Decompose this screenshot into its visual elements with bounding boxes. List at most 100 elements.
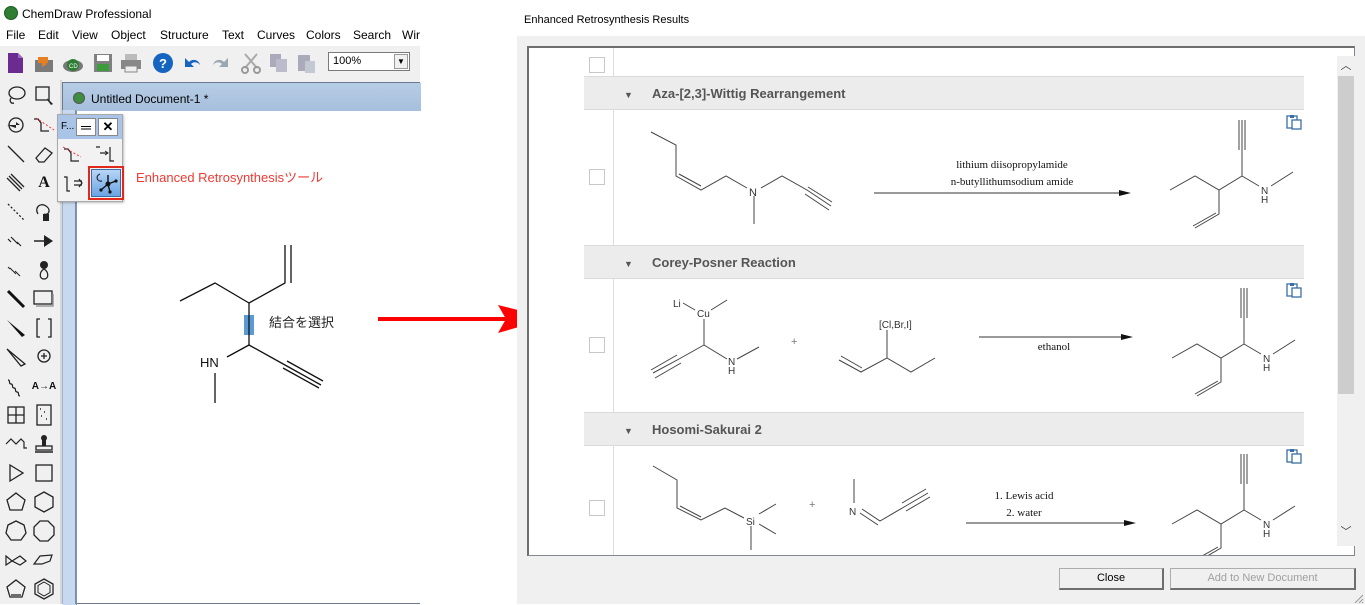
document-title: Untitled Document-1 * <box>91 92 209 106</box>
add-to-new-document-button[interactable]: Add to New Document <box>1170 568 1356 590</box>
menu-view[interactable]: View <box>72 28 98 42</box>
cyclobutane-tool-icon[interactable] <box>32 461 56 485</box>
cut-icon[interactable] <box>240 52 262 74</box>
caret-down-icon[interactable]: ▼ <box>624 90 633 100</box>
redo-icon[interactable] <box>210 52 232 74</box>
cyclohexane-chair1-tool-icon[interactable] <box>4 548 28 572</box>
results-list: ▼ Aza-[2,3]-Wittig Rearrangement N lithi… <box>527 46 1355 556</box>
copy-to-clipboard-icon[interactable] <box>1286 282 1302 298</box>
close-button[interactable]: Close <box>1059 568 1164 590</box>
vertical-scrollbar[interactable]: ︿ ﹀ <box>1337 56 1355 546</box>
lasso-tool-icon[interactable] <box>4 84 28 108</box>
text-tool-icon[interactable]: A <box>38 174 50 191</box>
paste-icon[interactable] <box>296 52 318 74</box>
document-tab[interactable]: Untitled Document-1 * <box>63 83 421 111</box>
atom-map-tool-icon[interactable]: A→A <box>31 380 57 392</box>
menu-structure[interactable]: Structure <box>160 28 209 42</box>
close-button[interactable]: ✕ <box>98 118 118 136</box>
chemical-symbols-tool-icon[interactable] <box>32 345 56 369</box>
cyclooctane-tool-icon[interactable] <box>32 519 56 543</box>
canvas-molecule[interactable]: HN <box>163 233 363 413</box>
retro-arrow-tool-icon[interactable] <box>94 143 118 165</box>
copy-to-clipboard-icon[interactable] <box>1286 114 1302 130</box>
bond-tool-icon[interactable] <box>4 142 28 166</box>
retro-bond-tool-icon[interactable] <box>62 143 86 165</box>
menu-colors[interactable]: Colors <box>306 28 341 42</box>
copy-to-clipboard-icon[interactable] <box>1286 448 1302 464</box>
multiple-bond-tool-icon[interactable] <box>4 171 28 195</box>
section-header-hosomi-sakurai[interactable]: ▼ Hosomi-Sakurai 2 <box>584 412 1304 446</box>
new-document-icon[interactable] <box>4 52 26 74</box>
floating-palette-header[interactable]: F... ═ ✕ <box>58 115 122 139</box>
chemdraw-logo-icon <box>4 6 18 20</box>
arrow-tool-icon[interactable] <box>32 229 56 253</box>
section-title: Corey-Posner Reaction <box>652 255 796 270</box>
hashed-bond-tool-icon[interactable] <box>4 229 28 253</box>
minimize-button[interactable]: ═ <box>76 118 96 136</box>
svg-text:H: H <box>1261 195 1268 206</box>
help-icon[interactable]: ? <box>152 52 174 74</box>
undo-icon[interactable] <box>181 52 203 74</box>
print-icon[interactable] <box>120 52 142 74</box>
result-checkbox[interactable] <box>589 57 605 73</box>
enhanced-retrosynthesis-tool-button[interactable] <box>91 169 121 197</box>
tlc-plate-tool-icon[interactable] <box>32 403 56 427</box>
cyclohexane-chair2-tool-icon[interactable] <box>32 548 56 572</box>
menu-curves[interactable]: Curves <box>257 28 296 42</box>
scrollbar-thumb[interactable] <box>1338 76 1354 394</box>
retrosynthesis-tool-icon[interactable] <box>32 113 56 137</box>
hollow-wedge-tool-icon[interactable] <box>4 345 28 369</box>
cloud-open-icon[interactable]: CD <box>62 52 84 74</box>
brackets-tool-icon[interactable] <box>32 316 56 340</box>
menu-search[interactable]: Search <box>353 28 392 42</box>
result-checkbox[interactable] <box>589 337 605 353</box>
mass-fragmentation-tool-icon[interactable] <box>4 113 28 137</box>
cyclopentadiene-tool-icon[interactable] <box>4 577 28 601</box>
cyclohexane-tool-icon[interactable] <box>32 490 56 514</box>
menu-edit[interactable]: Edit <box>38 28 59 42</box>
menu-window[interactable]: Wir <box>402 28 420 42</box>
wavy-bond-tool-icon[interactable] <box>4 374 28 398</box>
marquee-tool-icon[interactable] <box>32 84 56 108</box>
open-icon[interactable] <box>33 52 55 74</box>
wedge-bond-tool-icon[interactable] <box>4 316 28 340</box>
resize-grip-icon[interactable] <box>1352 592 1364 604</box>
menu-object[interactable]: Object <box>111 28 146 42</box>
retro-disconnect-tool-icon[interactable] <box>62 173 86 195</box>
cycloheptane-tool-icon[interactable] <box>4 519 28 543</box>
caret-down-icon[interactable]: ▼ <box>624 426 633 436</box>
menu-file[interactable]: File <box>6 28 26 42</box>
reaction-arrow <box>979 334 1133 340</box>
reagent-line: lithium diisopropylamide <box>956 159 1068 171</box>
column-divider <box>613 110 614 245</box>
result-checkbox[interactable] <box>589 500 605 516</box>
scroll-up-icon[interactable]: ︿ <box>1340 60 1352 72</box>
scroll-down-icon[interactable]: ﹀ <box>1340 526 1352 538</box>
section-header-corey-posner[interactable]: ▼ Corey-Posner Reaction <box>584 245 1304 279</box>
plus-sign: + <box>809 499 816 511</box>
save-icon[interactable] <box>92 52 114 74</box>
table-tool-icon[interactable] <box>4 403 28 427</box>
floating-palette-title: F... <box>61 121 75 132</box>
bold-bond-tool-icon[interactable] <box>4 287 28 311</box>
dashed-bond-tool-icon[interactable] <box>4 200 28 224</box>
chain-tool-icon[interactable] <box>4 432 28 456</box>
reaction-arrow <box>966 520 1136 526</box>
templates-tool-icon[interactable] <box>32 432 56 456</box>
pen-tool-icon[interactable] <box>32 200 56 224</box>
chevron-down-icon[interactable]: ▼ <box>394 54 408 69</box>
product-structure: N H <box>1169 120 1294 229</box>
result-checkbox[interactable] <box>589 169 605 185</box>
drawing-elements-tool-icon[interactable] <box>32 287 56 311</box>
orbital-tool-icon[interactable] <box>32 258 56 282</box>
copy-icon[interactable] <box>268 52 290 74</box>
section-header-aza-wittig[interactable]: ▼ Aza-[2,3]-Wittig Rearrangement <box>584 76 1304 110</box>
caret-down-icon[interactable]: ▼ <box>624 259 633 269</box>
zoom-level-select[interactable]: 100% ▼ <box>328 52 410 71</box>
benzene-tool-icon[interactable] <box>32 577 56 601</box>
hashed-wedge-tool-icon[interactable] <box>4 258 28 282</box>
cyclopropane-tool-icon[interactable] <box>4 461 28 485</box>
eraser-tool-icon[interactable] <box>32 142 56 166</box>
cyclopentane-tool-icon[interactable] <box>4 490 28 514</box>
menu-text[interactable]: Text <box>222 28 245 42</box>
